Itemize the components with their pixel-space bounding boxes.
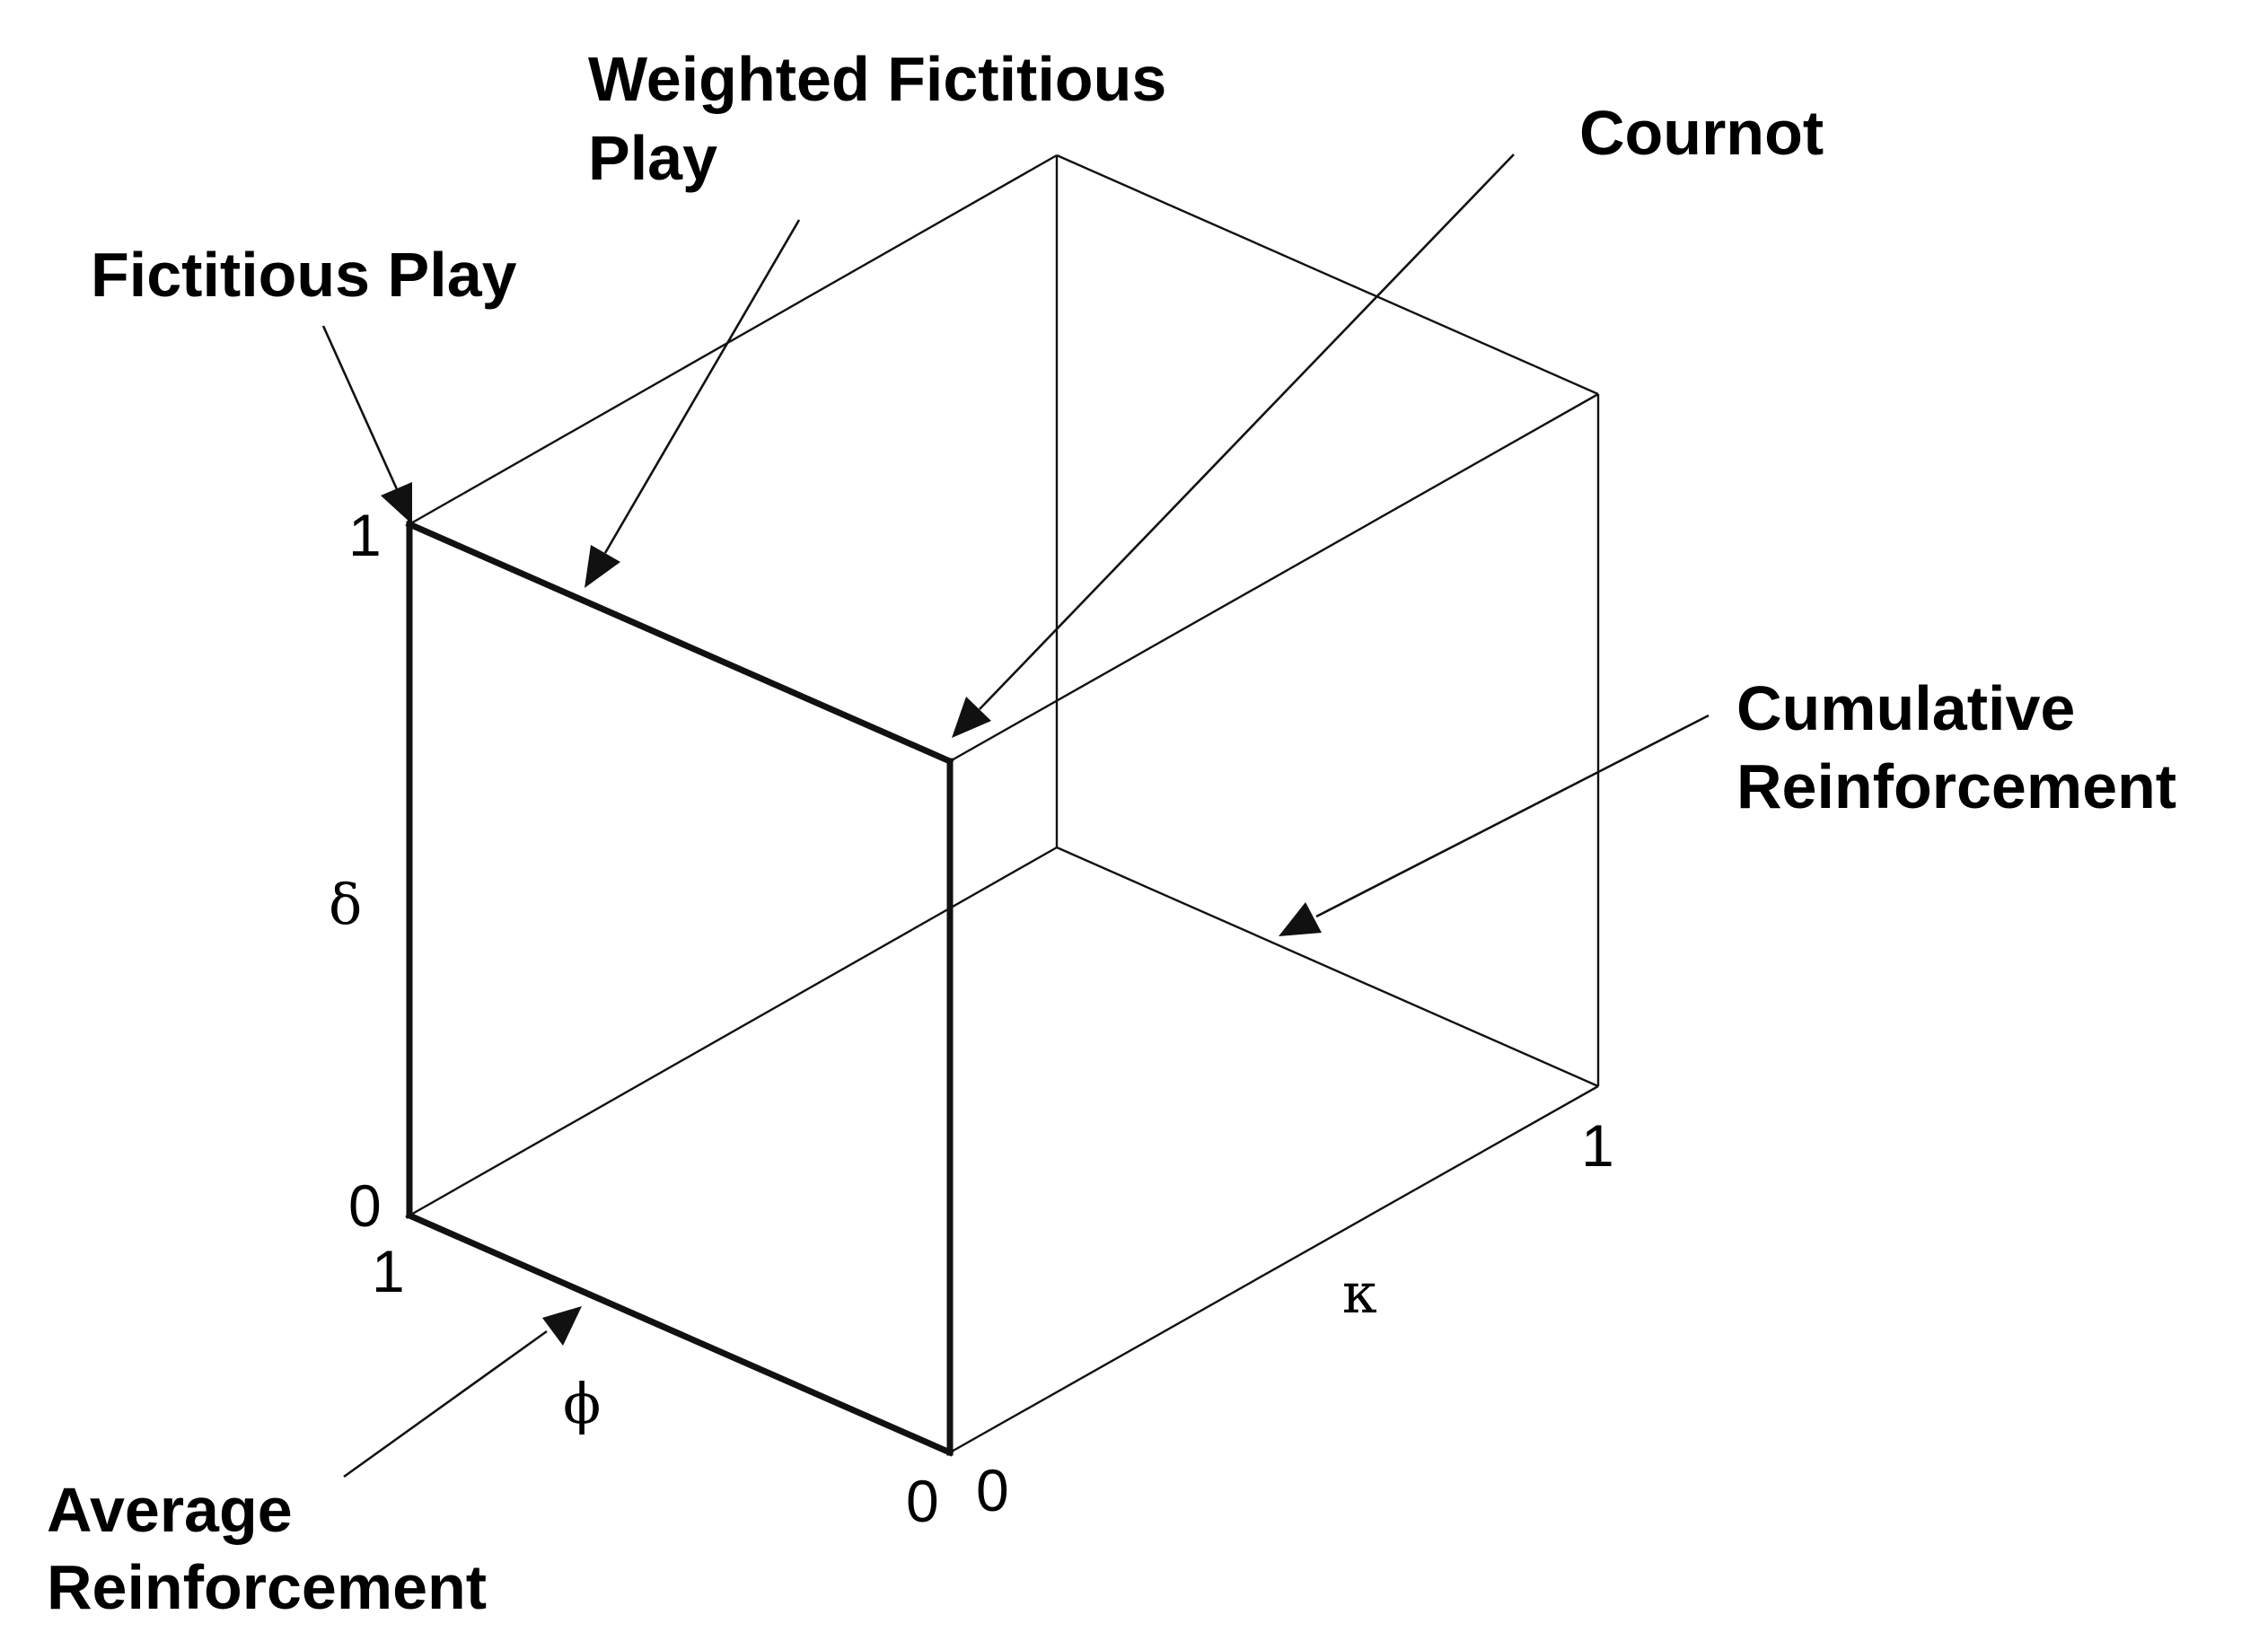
- weighted-fictitious-play-pointer: [585, 219, 801, 588]
- cournot-label: Cournot: [1579, 98, 1824, 168]
- pointer-arrows: [321, 154, 1710, 1479]
- callout-labels: Fictitious Play Weighted Fictitious Play…: [47, 44, 2176, 1622]
- cube-edge-top-left: [409, 154, 1058, 526]
- cube-edge-top-right: [949, 392, 1599, 763]
- cube-edge-bottom-left: [409, 846, 1058, 1217]
- delta-max-tick: 1: [348, 502, 382, 568]
- cournot-pointer: [952, 154, 1515, 738]
- phi-min-tick: 0: [906, 1468, 939, 1534]
- delta-axis-label: δ: [329, 872, 362, 937]
- axis-symbols: δ ϕ κ: [329, 872, 1377, 1436]
- fictitious-play-label: Fictitious Play: [91, 240, 517, 310]
- cube-bold-edges: [405, 520, 954, 1457]
- cumulative-reinforcement-label: Cumulative Reinforcement: [1736, 673, 2176, 821]
- arrowhead-icon: [952, 697, 991, 738]
- kappa-max-tick: 1: [1581, 1112, 1614, 1179]
- phi-axis-label: ϕ: [563, 1371, 601, 1436]
- average-reinforcement-label: Average Reinforcement: [47, 1475, 487, 1622]
- weighted-fictitious-play-edge: [405, 520, 954, 766]
- arrowhead-icon: [381, 482, 412, 524]
- average-reinforcement-pointer: [343, 1306, 582, 1479]
- cube-thin-edges: [409, 154, 1600, 1454]
- arrowhead-icon: [585, 545, 620, 588]
- fictitious-play-pointer: [321, 325, 412, 524]
- kappa-min-tick: 0: [976, 1457, 1009, 1523]
- cumulative-reinforcement-pointer: [1279, 714, 1710, 936]
- axis-tick-labels: 1 0 1 0 0 1: [348, 502, 1614, 1534]
- phi-max-tick: 1: [372, 1238, 405, 1304]
- weighted-fictitious-play-label: Weighted Fictitious Play: [588, 44, 1184, 193]
- kappa-axis-label: κ: [1342, 1260, 1377, 1326]
- delta-min-tick: 0: [348, 1172, 382, 1239]
- cube-edge-top-back: [1056, 154, 1599, 396]
- kappa-axis-edge: [949, 1084, 1599, 1454]
- cube-edge-bottom-back: [1056, 846, 1599, 1088]
- arrowhead-icon: [542, 1306, 582, 1346]
- arrowhead-icon: [1279, 902, 1322, 936]
- average-reinforcement-edge: [405, 1211, 954, 1457]
